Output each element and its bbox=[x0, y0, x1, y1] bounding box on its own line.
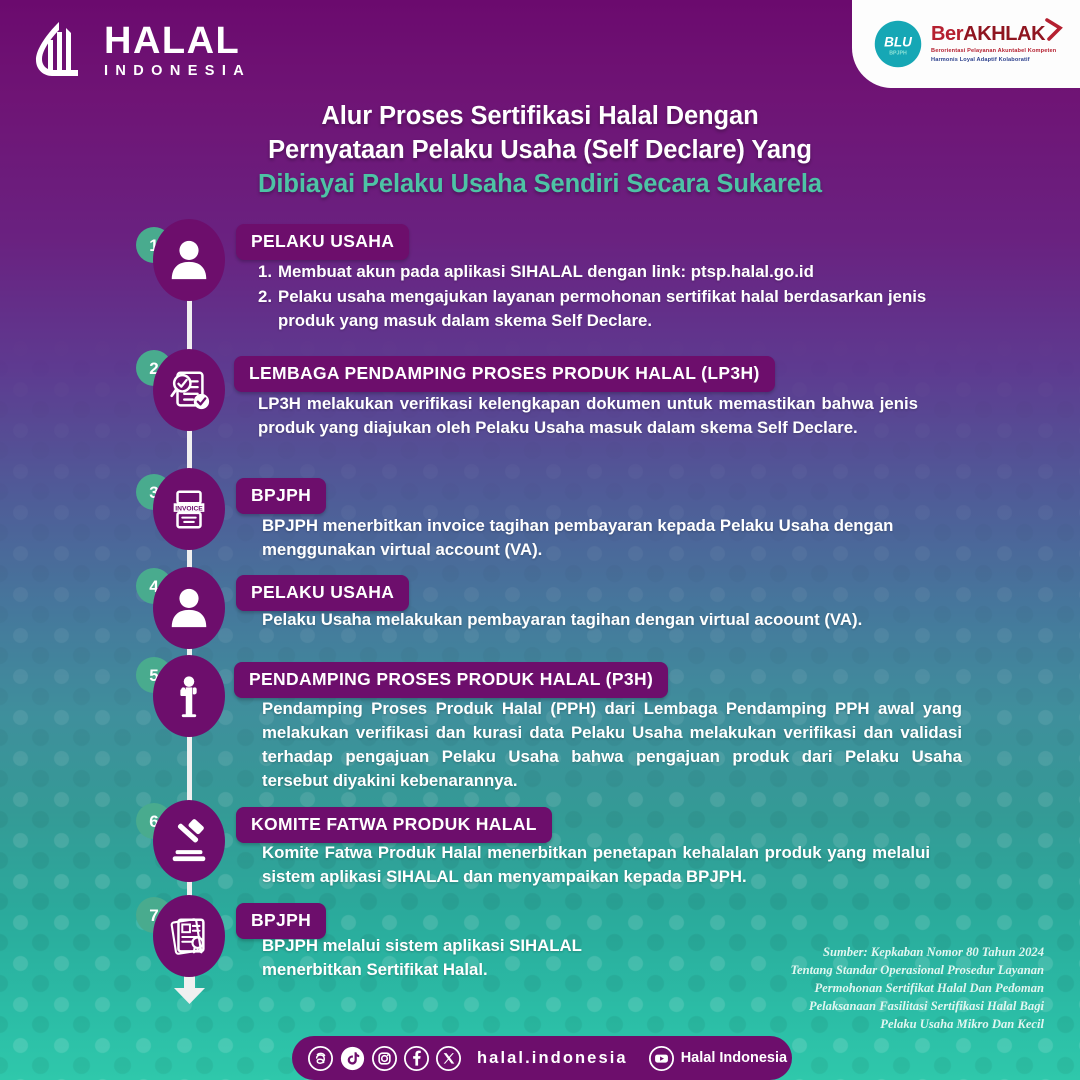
step-1-list-item: Pelaku usaha mengajukan layanan permohon… bbox=[258, 285, 927, 330]
svg-text:BLU: BLU bbox=[884, 34, 913, 49]
page-title: Alur Proses Sertifikasi Halal Dengan Per… bbox=[0, 100, 1080, 202]
companion-person-icon bbox=[180, 676, 197, 718]
step-tag-5: PENDAMPING PROSES PRODUK HALAL (P3H) bbox=[234, 662, 669, 698]
step-tag-1: PELAKU USAHA bbox=[236, 224, 410, 260]
step-tag-2: LEMBAGA PENDAMPING PROSES PRODUK HALAL (… bbox=[234, 356, 775, 392]
blu-bpjph-logo-icon: BLU BPJPH bbox=[874, 20, 922, 68]
threads-icon[interactable] bbox=[308, 1045, 333, 1071]
berakhlak-sub-line1: Berorientasi Pelayanan Akuntabel Kompete… bbox=[931, 48, 1057, 55]
person-icon bbox=[171, 240, 207, 280]
source-line-2: Tentang Standar Operasional Prosedur Lay… bbox=[790, 962, 1044, 977]
berakhlak-subtitle: Berorientasi Pelayanan Akuntabel Kompete… bbox=[931, 47, 1056, 64]
step-node-1 bbox=[153, 219, 225, 301]
document-check-icon bbox=[170, 371, 210, 410]
social-handle[interactable]: halal.indonesia bbox=[477, 1048, 628, 1067]
title-line-1: Alur Proses Sertifikasi Halal Dengan bbox=[321, 102, 759, 130]
source-line-3: Permohonan Sertifikat Halal Dan Pedoman bbox=[814, 980, 1044, 995]
berakhlak-title: BerAKHLAK bbox=[931, 24, 1056, 44]
step-node-3: INVOICE bbox=[153, 468, 225, 550]
partner-badge-panel: BLU BPJPH BerAKHLAK Berorientasi Pelayan… bbox=[852, 0, 1080, 88]
step-body-1: Membuat akun pada aplikasi SIHALAL denga… bbox=[258, 260, 930, 334]
youtube-icon[interactable] bbox=[648, 1045, 674, 1071]
title-line-2: Pernyataan Pelaku Usaha (Self Declare) Y… bbox=[268, 135, 812, 164]
youtube-channel[interactable]: Halal Indonesia bbox=[648, 1045, 788, 1071]
berakhlak-prefix: Ber bbox=[931, 23, 964, 46]
svg-text:INVOICE: INVOICE bbox=[175, 505, 203, 512]
brand-logo: HALAL INDONESIA bbox=[26, 18, 251, 82]
x-twitter-icon[interactable] bbox=[436, 1045, 461, 1071]
instagram-icon[interactable] bbox=[372, 1045, 397, 1071]
person-icon bbox=[171, 588, 207, 628]
step-body-5: Pendamping Proses Produk Halal (PPH) dar… bbox=[262, 699, 962, 790]
source-line-5: Pelaku Usaha Mikro Dan Kecil bbox=[880, 1016, 1044, 1031]
tiktok-icon[interactable] bbox=[340, 1046, 365, 1071]
timeline-arrow-icon bbox=[174, 975, 205, 1004]
brand-name-line1: HALAL bbox=[104, 19, 241, 62]
invoice-icon: INVOICE bbox=[173, 490, 205, 529]
berakhlak-logo: BerAKHLAK Berorientasi Pelayanan Akuntab… bbox=[931, 18, 1064, 64]
social-footer-bar: halal.indonesia Halal Indonesia bbox=[292, 1036, 792, 1080]
facebook-icon[interactable] bbox=[404, 1045, 429, 1071]
step-node-7 bbox=[153, 895, 225, 977]
step-node-5 bbox=[153, 655, 225, 737]
step-body-6: Komite Fatwa Produk Halal menerbitkan pe… bbox=[262, 843, 930, 886]
step-body-7: BPJPH melalui sistem aplikasi SIHALAL me… bbox=[262, 936, 582, 979]
step-body-4: Pelaku Usaha melakukan pembayaran tagiha… bbox=[262, 610, 863, 629]
brand-name-line2: INDONESIA bbox=[104, 62, 252, 79]
source-line-4: Pelaksanaan Fasilitasi Sertifikasi Halal… bbox=[808, 998, 1044, 1013]
step-tag-6: KOMITE FATWA PRODUK HALAL bbox=[236, 807, 552, 843]
step-tag-7: BPJPH bbox=[236, 903, 327, 939]
svg-text:BPJPH: BPJPH bbox=[889, 51, 907, 57]
step-node-4 bbox=[153, 567, 225, 649]
halal-indonesia-mark-icon bbox=[36, 22, 78, 76]
step-node-2 bbox=[153, 349, 225, 431]
step-tag-3: BPJPH bbox=[236, 478, 327, 514]
step-body-3: BPJPH menerbitkan invoice tagihan pembay… bbox=[262, 516, 894, 559]
source-note: Sumber: Kepkaban Nomor 80 Tahun 2024 Ten… bbox=[714, 944, 1044, 1033]
step-body-2: LP3H melakukan verifikasi kelengkapan do… bbox=[258, 394, 918, 437]
gavel-icon bbox=[172, 819, 206, 862]
step-node-6 bbox=[153, 800, 225, 882]
berakhlak-swoosh-icon bbox=[1045, 18, 1064, 41]
step-1-list-item: Membuat akun pada aplikasi SIHALAL denga… bbox=[258, 260, 814, 284]
berakhlak-suffix: AKHLAK bbox=[963, 23, 1046, 46]
source-line-1: Sumber: Kepkaban Nomor 80 Tahun 2024 bbox=[822, 945, 1044, 959]
title-line-3: Dibiayai Pelaku Usaha Sendiri Secara Suk… bbox=[258, 169, 822, 198]
step-tag-4: PELAKU USAHA bbox=[236, 575, 410, 611]
youtube-label[interactable]: Halal Indonesia bbox=[680, 1050, 788, 1066]
certificate-icon bbox=[170, 918, 205, 955]
brand-wordmark: HALAL INDONESIA bbox=[104, 22, 251, 79]
berakhlak-sub-line2: Harmonis Loyal Adaptif Kolaboratif bbox=[931, 56, 1030, 63]
